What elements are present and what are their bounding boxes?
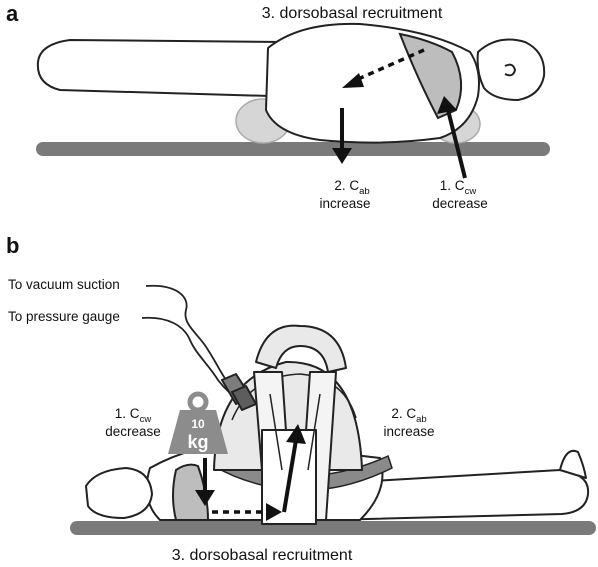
panel-a-down-caption-line2: increase — [319, 196, 370, 211]
panel-b-left-caption-line2: decrease — [105, 424, 161, 439]
panel-a-up-caption-line2: decrease — [432, 196, 488, 211]
panel-a-up-arrowhead — [437, 96, 457, 114]
panel-b-right-caption-line1: 2. Cab — [391, 406, 426, 425]
weight-number: 10 — [191, 417, 205, 431]
panel-b-left-caption-line1: 1. Ccw — [115, 406, 152, 425]
panel-a-table — [36, 142, 550, 156]
pressure-gauge-label: To pressure gauge — [8, 309, 120, 324]
panel-a-recruitment-arrow — [355, 48, 425, 82]
vacuum-tube — [145, 284, 231, 387]
panel-a-down-arrowhead — [332, 148, 352, 164]
panel-a-chest-wall-highlight — [398, 32, 463, 120]
gauge-tube — [141, 316, 239, 399]
panel-b-label: b — [6, 233, 19, 258]
panel-a-title: 3. dorsobasal recruitment — [262, 5, 443, 22]
panel-b-table — [70, 521, 596, 535]
vacuum-device — [213, 324, 363, 525]
weight-unit: kg — [187, 432, 208, 452]
panel-a-body — [36, 22, 546, 144]
panel-b-title: 3. dorsobasal recruitment — [172, 547, 353, 564]
panel-b-up-arrowhead — [286, 424, 306, 444]
vacuum-suction-label: To vacuum suction — [8, 277, 120, 292]
panel-a-down-caption-line1: 2. Cab — [334, 178, 369, 197]
panel-b-recruitment-arrowhead — [266, 503, 282, 521]
panel-b-right-caption-line2: increase — [383, 424, 434, 439]
panel-b-down-arrowhead — [195, 490, 215, 506]
weight-icon — [168, 391, 228, 454]
panel-a-up-caption-line1: 1. Ccw — [440, 178, 477, 197]
panel-a-recruitment-arrowhead — [342, 73, 364, 88]
panel-b-up-arrow — [282, 439, 298, 513]
panel-a-label: a — [6, 1, 19, 26]
panel-a-up-arrow — [446, 109, 467, 179]
